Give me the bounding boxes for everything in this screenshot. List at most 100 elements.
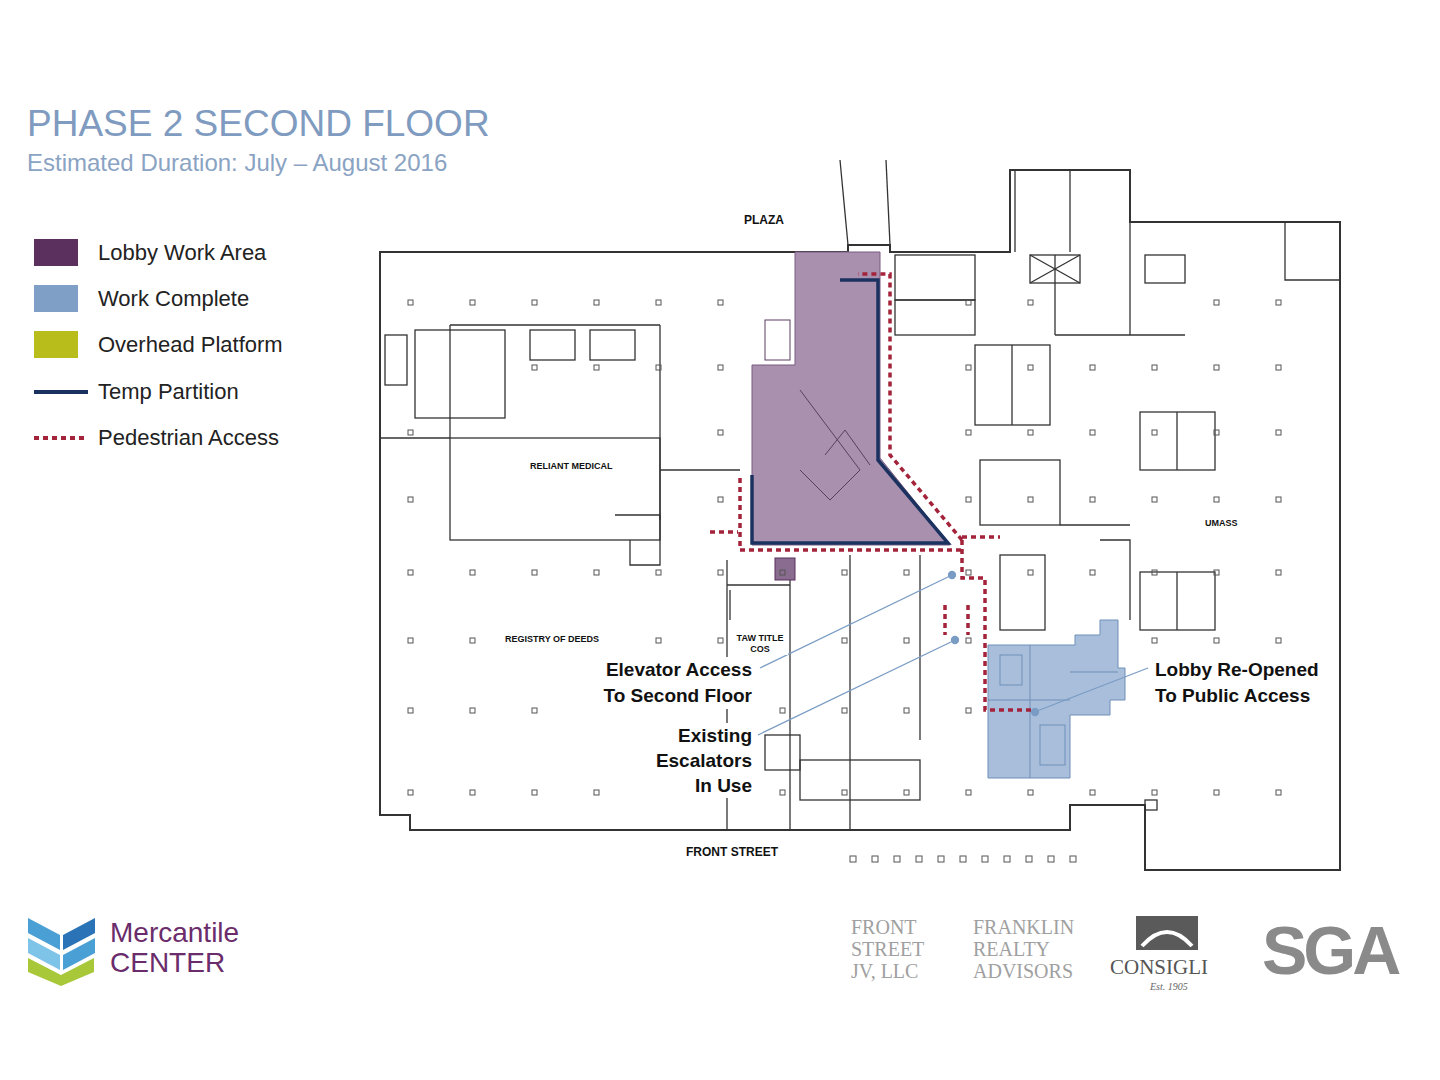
column-dot [1152,497,1157,502]
column-dot [842,790,847,795]
column-dot [532,790,537,795]
column-dot [1214,638,1219,643]
column-dot [718,570,723,575]
legend-text: Work Complete [98,286,249,312]
column-dot [470,708,475,713]
column-dot [1028,300,1033,305]
column-dot [1004,856,1010,862]
column-dot [1152,430,1157,435]
column-dot [718,300,723,305]
column-dot [780,570,785,575]
column-dot [966,300,971,305]
column-dot [966,570,971,575]
logo-text: Est. 1905 [1150,981,1188,993]
column-dot [780,790,785,795]
column-dot [1276,365,1281,370]
column-dot [532,300,537,305]
column-dot [1276,790,1281,795]
legend-text: Pedestrian Access [98,425,279,451]
walls [380,160,1340,870]
column-dot [1070,856,1076,862]
column-dot [938,856,944,862]
work-complete-rooms [988,645,1118,778]
column-dot [408,430,413,435]
column-dot [1028,790,1033,795]
legend-swatch [34,331,78,358]
column-dot [470,300,475,305]
column-dot [718,638,723,643]
room-label: REGISTRY OF DEEDS [503,634,601,645]
work-complete-area [988,620,1125,778]
column-dot [966,365,971,370]
column-dot [1276,570,1281,575]
column-dot [408,570,413,575]
column-dot [850,856,856,862]
column-dot [842,708,847,713]
column-dot [1276,638,1281,643]
column-dot [780,708,785,713]
column-dot [594,790,599,795]
column-dot [1028,430,1033,435]
column-dot [718,497,723,502]
column-dot [1214,790,1219,795]
column-dot [408,790,413,795]
column-dot [872,856,878,862]
column-dot [594,365,599,370]
work-area-stairs [765,320,870,500]
logo-text: SGA [1262,915,1397,985]
area-label: PLAZA [742,213,786,227]
column-dot [1276,497,1281,502]
column-dot [594,570,599,575]
column-dot [916,856,922,862]
column-dot [1090,570,1095,575]
page-title: PHASE 2 SECOND FLOOR [27,102,490,146]
column-dot [470,570,475,575]
column-dot [966,430,971,435]
column-dot [894,856,900,862]
column-dot [1214,497,1219,502]
column-dot [966,497,971,502]
column-dot [1026,856,1032,862]
consigli-logo [1136,916,1198,950]
column-dot [1048,856,1054,862]
column-dot [1028,365,1033,370]
column-dot [408,708,413,713]
column-dot [904,638,909,643]
column-dot [960,856,966,862]
column-dot [532,570,537,575]
column-dot [1214,570,1219,575]
column-dot [1276,300,1281,305]
column-dot [982,856,988,862]
column-dot [1028,497,1033,502]
logo-text: FRONT STREET JV, LLC [851,916,941,982]
logo-text: Mercantile CENTER [110,918,260,978]
lobby-work-area [775,558,795,580]
room-label: RELIANT MEDICAL [528,461,615,472]
column-dot [1214,365,1219,370]
legend-text: Overhead Platform [98,332,283,358]
logo-text: FRANKLIN REALTY ADVISORS [973,916,1087,982]
column-dot [1090,790,1095,795]
column-dot [842,638,847,643]
column-dot [408,638,413,643]
column-dot [904,790,909,795]
column-dot [1090,365,1095,370]
lobby-work-area [752,252,950,545]
room-label: UMASS [1203,518,1240,529]
column-dot [1214,300,1219,305]
column-dot [904,708,909,713]
column-dot [470,638,475,643]
column-dot [656,365,661,370]
callout-leaders [758,572,1148,736]
column-dot [718,365,723,370]
column-dot [408,300,413,305]
column-dot [656,638,661,643]
column-dot [470,790,475,795]
page-caption: Estimated Duration: July – August 2016 [27,148,447,178]
column-dot [1090,430,1095,435]
mercantile-logo [28,918,95,986]
legend-text: Temp Partition [98,379,239,405]
column-dot [1152,570,1157,575]
column-dot [966,638,971,643]
